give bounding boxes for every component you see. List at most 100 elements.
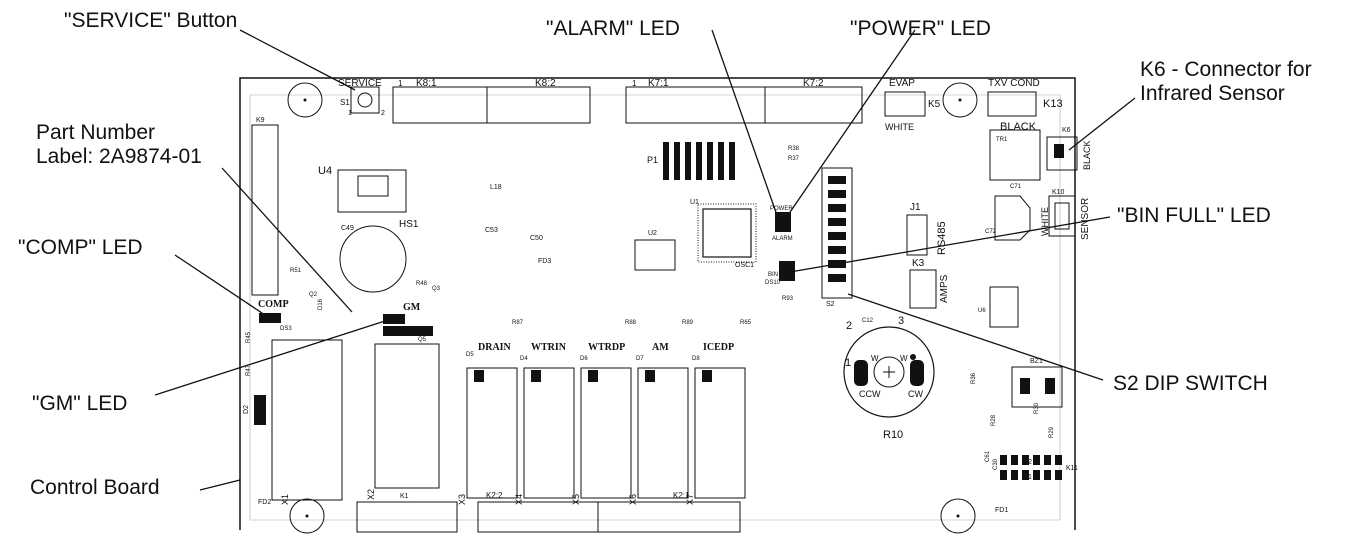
silk-k7-1: K7:1 xyxy=(648,78,669,89)
silk-service: SERVICE xyxy=(338,78,382,89)
silk-fd2: FD2 xyxy=(258,499,271,506)
silk-gm: GM xyxy=(403,302,421,313)
silk-s1-pin2: 2 xyxy=(381,110,385,117)
silk-k5: K5 xyxy=(928,99,941,110)
silk-tr1: TR1 xyxy=(996,137,1008,143)
silk-k13: K13 xyxy=(1043,98,1063,110)
silk-r88: R88 xyxy=(625,320,637,326)
silk-u6: U6 xyxy=(978,308,986,314)
silk-r36: R36 xyxy=(971,372,977,384)
service-button xyxy=(350,86,380,114)
silk-ds4: DS4 xyxy=(386,318,398,324)
silk-j1: J1 xyxy=(910,202,921,213)
silk-r87: R87 xyxy=(512,320,524,326)
silk-s1-pin1: 1 xyxy=(348,110,352,117)
silk-k7-2: K7:2 xyxy=(803,78,824,89)
silk-amps: AMPS xyxy=(939,274,950,303)
silk-k8-2: K8:2 xyxy=(535,78,556,89)
silk-k7-pin1: 1 xyxy=(632,79,637,88)
silk-r47: R47 xyxy=(246,364,252,376)
silk-r38: R38 xyxy=(788,146,800,152)
k11-header xyxy=(1000,455,1062,480)
silk-d5: D5 xyxy=(466,352,474,358)
silk-k1: K1 xyxy=(400,493,409,500)
silk-c30: C30 xyxy=(993,458,999,470)
k6-connector xyxy=(1046,136,1078,171)
u2-chip xyxy=(634,239,676,271)
silk-k11-pin2: 2 xyxy=(1028,459,1032,466)
k9-connector xyxy=(251,124,279,296)
silk-k11: K11 xyxy=(1066,465,1078,472)
j1-rs485-connector xyxy=(906,214,928,256)
silk-w-left: W xyxy=(871,354,879,363)
silk-rs485: RS485 xyxy=(936,221,948,255)
silk-wtrdp: WTRDP xyxy=(588,342,625,353)
silk-k9: K9 xyxy=(256,117,265,124)
silk-power: POWER xyxy=(770,206,793,212)
u6-chip xyxy=(989,286,1019,328)
callout-alarm-led: "ALARM" LED xyxy=(546,17,680,40)
board-outline xyxy=(239,77,1076,530)
silk-osc1: OSC1 xyxy=(735,262,754,269)
callout-s2-dip-switch: S2 DIP SWITCH xyxy=(1113,372,1268,395)
k1-connector xyxy=(356,501,458,533)
silk-c71: C71 xyxy=(1010,184,1022,190)
silk-x6: X6 xyxy=(628,494,638,505)
silk-pot-1: 1 xyxy=(845,357,851,369)
k7-connector xyxy=(625,86,863,124)
k2-connector xyxy=(477,501,741,533)
silk-r10: R10 xyxy=(883,429,903,441)
silk-u4: U4 xyxy=(318,165,332,177)
silk-c12: C12 xyxy=(862,318,874,324)
silk-fd3: FD3 xyxy=(538,258,551,265)
silk-s1: S1 xyxy=(340,98,350,107)
silk-ds3: DS3 xyxy=(280,326,292,332)
silk-k2-1: K2:1 xyxy=(673,491,690,500)
silk-r93: R93 xyxy=(782,296,794,302)
silk-evap: EVAP xyxy=(889,78,915,89)
silk-fd1: FD1 xyxy=(995,507,1008,514)
silk-r45: R45 xyxy=(246,331,252,343)
silk-k10: K10 xyxy=(1052,189,1065,196)
silk-q5: Q5 xyxy=(418,337,427,343)
c72-capacitor xyxy=(994,195,1031,241)
silk-alarm: ALARM xyxy=(772,236,793,242)
callout-service-button: "SERVICE" Button xyxy=(64,9,238,32)
k8-connector xyxy=(392,86,591,124)
callout-bin-full-led: "BIN FULL" LED xyxy=(1117,204,1271,227)
silk-p1: P1 xyxy=(647,155,658,165)
callout-power-led: "POWER" LED xyxy=(850,17,991,40)
relays xyxy=(271,339,746,501)
silk-u2: U2 xyxy=(648,230,657,237)
mount-holes xyxy=(287,82,978,534)
silk-k6-black: BLACK xyxy=(1082,140,1092,170)
silk-d7: D7 xyxy=(636,356,644,362)
silk-k10-white: WHITE xyxy=(1040,207,1050,236)
silk-x7: X7 xyxy=(685,494,695,505)
silk-pot-3: 3 xyxy=(898,315,904,327)
callout-part-number: Part Number Label: 2A9874-01 xyxy=(36,121,202,169)
silk-white: WHITE xyxy=(885,122,914,132)
silk-bin-full: BIN FULL xyxy=(768,272,795,278)
s2-dip-switch xyxy=(821,167,853,299)
silk-black: BLACK xyxy=(1000,121,1037,133)
silk-sensor: SENSOR xyxy=(1080,198,1091,240)
silk-k11-pin1: 1 xyxy=(1028,474,1032,481)
silk-x3: X3 xyxy=(457,494,467,505)
silk-x5: X5 xyxy=(571,494,581,505)
silk-q2: Q2 xyxy=(309,292,318,298)
silk-s2: S2 xyxy=(826,301,835,308)
silk-d4: D4 xyxy=(520,356,528,362)
silk-r29: R29 xyxy=(1049,426,1055,438)
r10-potentiometer xyxy=(843,326,935,418)
leds xyxy=(259,212,795,336)
silk-r65: R65 xyxy=(740,320,752,326)
silk-r89: R89 xyxy=(682,320,694,326)
silk-w-right: W xyxy=(900,354,908,363)
silk-c72: C72 xyxy=(985,229,997,235)
silk-c61: C61 xyxy=(985,450,991,462)
bz1-buzzer xyxy=(1011,366,1063,408)
silk-comp: COMP xyxy=(258,299,289,310)
silk-icedp: ICEDP xyxy=(703,342,734,353)
silk-d16: D16 xyxy=(318,298,324,310)
